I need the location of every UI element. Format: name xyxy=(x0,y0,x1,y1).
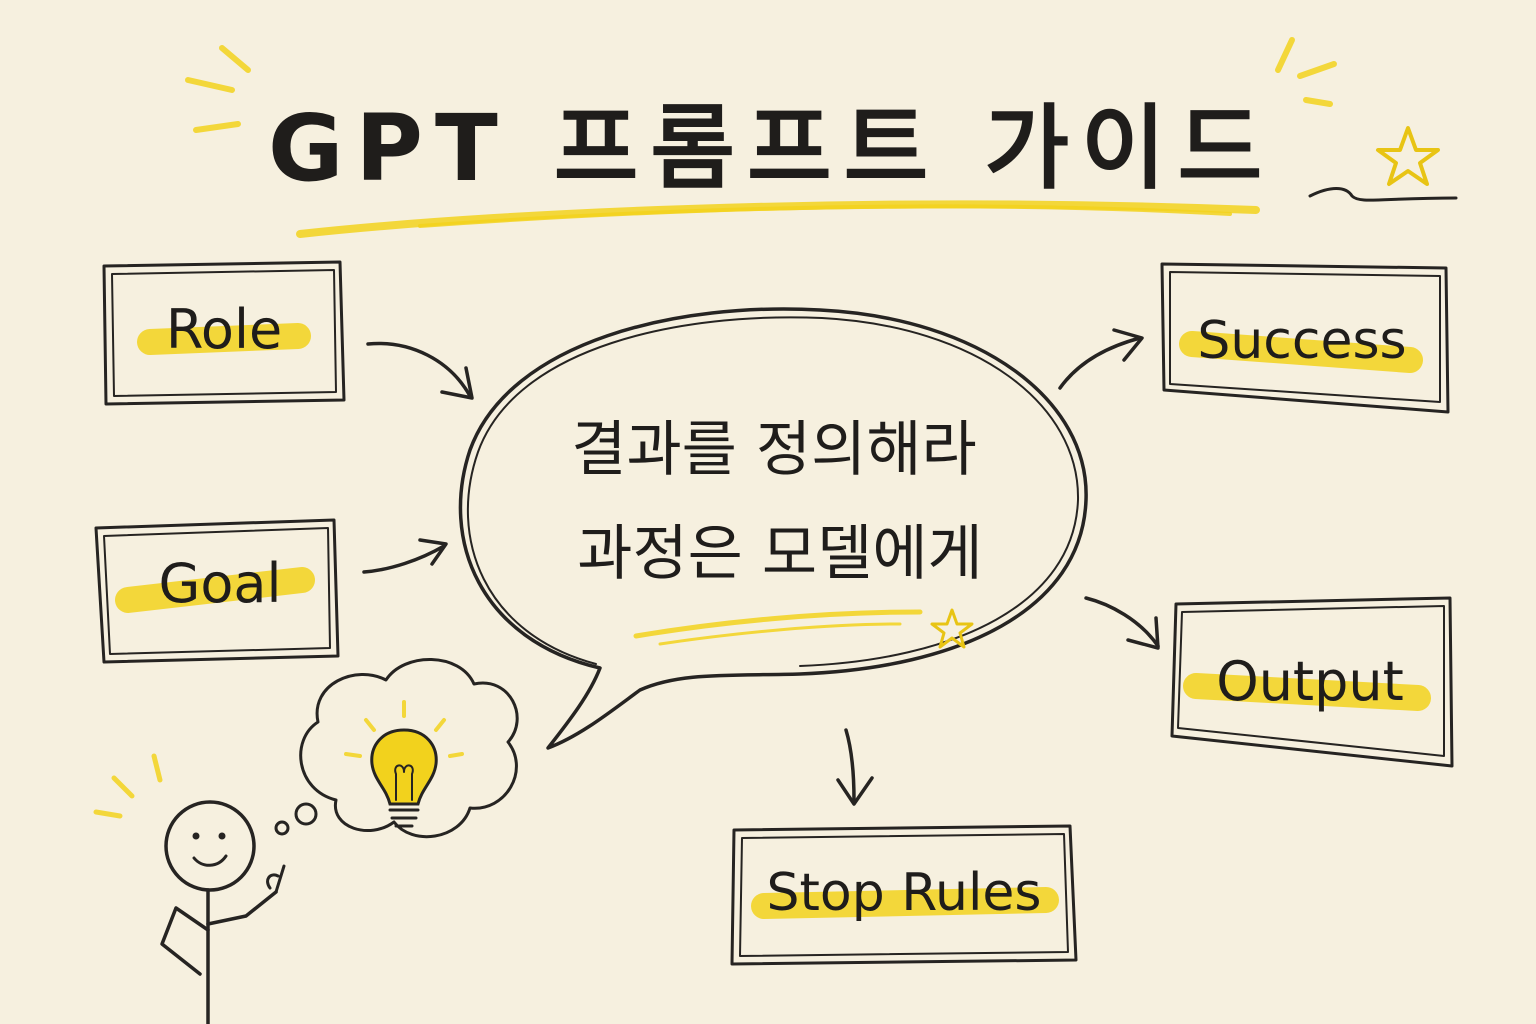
arrow-role-to-center xyxy=(366,341,472,398)
bubble-line-2: 과정은 모델에게 xyxy=(577,519,982,589)
box-output: Output xyxy=(1170,596,1454,768)
arrow-center-to-output xyxy=(1084,596,1160,648)
sparkle-lines-left xyxy=(185,45,251,133)
center-speech-bubble: 결과를 정의해라 과정은 모델에게 xyxy=(458,307,1088,750)
box-goal: Goal xyxy=(94,518,340,664)
title-group: GPT 프롬프트 가이드 xyxy=(185,37,1458,238)
arrow-center-to-success xyxy=(1058,336,1142,390)
bubble-line-1: 결과를 정의해라 xyxy=(571,415,976,485)
stick-figure xyxy=(93,753,286,1024)
arrow-goal-to-center xyxy=(362,544,446,574)
squiggle-line xyxy=(1308,187,1458,202)
arrows xyxy=(362,328,1160,806)
box-success: Success xyxy=(1160,262,1450,414)
box-role: Role xyxy=(102,260,346,406)
box-label-success: Success xyxy=(1197,311,1406,371)
bubble-underline xyxy=(633,609,923,639)
sparkle-lines-right xyxy=(1275,37,1337,107)
lightbulb-icon xyxy=(344,700,464,828)
title-underline xyxy=(296,200,1260,238)
box-label-stop-rules: Stop Rules xyxy=(766,863,1041,923)
star-icon xyxy=(1376,126,1440,186)
thought-cloud xyxy=(274,658,519,839)
box-label-goal: Goal xyxy=(159,552,282,615)
box-label-role: Role xyxy=(166,298,282,361)
page-title: GPT 프롬프트 가이드 xyxy=(268,95,1274,202)
arrow-center-to-stop-rules xyxy=(844,728,856,802)
box-label-output: Output xyxy=(1216,650,1404,713)
small-star-icon xyxy=(930,608,974,649)
box-stop-rules: Stop Rules xyxy=(730,824,1078,966)
